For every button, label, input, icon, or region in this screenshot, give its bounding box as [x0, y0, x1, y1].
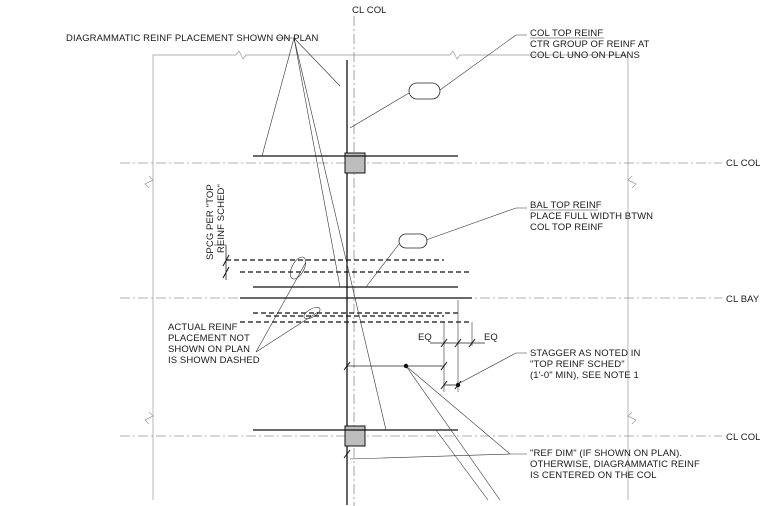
eq-right-label: EQ	[484, 332, 498, 343]
col-top-reinf-line1: CTR GROUP OF REINF AT	[530, 39, 650, 50]
cl-col-right-label-1: CL COL	[726, 158, 760, 169]
stagger-point	[455, 382, 461, 388]
ref-dim-line3: IS CENTERED ON THE COL	[530, 470, 657, 481]
cl-col-right-label-2: CL COL	[726, 432, 760, 443]
actual-reinf-line1: ACTUAL REINF	[168, 322, 238, 333]
stagger-line2: "TOP REINF SCHED"	[530, 359, 625, 370]
actual-reinf-line2: PLACEMENT NOT	[168, 333, 250, 344]
eq-dimension	[430, 300, 485, 392]
ref-dim-line1: "REF DIM" (IF SHOWN ON PLAN).	[530, 448, 682, 459]
cl-bay-label: CL BAY	[726, 294, 760, 305]
slab-edges	[144, 50, 637, 500]
spacing-note-line2: REINF SCHED"	[216, 184, 227, 253]
col-top-reinf-title: COL TOP REINF	[530, 28, 603, 39]
column-bottom	[344, 425, 366, 447]
diagrammatic-note: DIAGRAMMATIC REINF PLACEMENT SHOWN ON PL…	[66, 33, 318, 44]
leader-lines	[255, 34, 527, 501]
bal-top-reinf-title: BAL TOP REINF	[530, 200, 602, 211]
stagger-line1: STAGGER AS NOTED IN	[530, 348, 641, 359]
callout-tag-bal-top	[398, 233, 428, 249]
bal-top-reinf-line2: COL TOP REINF	[530, 222, 603, 233]
bal-top-reinf-line1: PLACE FULL WIDTH BTWN	[530, 211, 653, 222]
ref-dimension	[343, 361, 448, 459]
ref-point	[403, 363, 409, 369]
callout-tag-col-top	[408, 82, 441, 100]
eq-left-label: EQ	[418, 332, 432, 343]
cl-col-top-label: CL COL	[352, 5, 387, 16]
column-top	[344, 152, 366, 174]
col-top-reinf-line2: COL CL UNO ON PLANS	[530, 50, 640, 61]
spacing-note-line1: SPCG PER "TOP	[205, 184, 216, 260]
actual-reinf-line4: IS SHOWN DASHED	[168, 355, 260, 366]
actual-reinf-line3: SHOWN ON PLAN	[168, 344, 250, 355]
ref-dim-line2: OTHERWISE, DIAGRAMMATIC REINF	[530, 459, 700, 470]
spacing-note: SPCG PER "TOP REINF SCHED"	[205, 184, 227, 260]
spacing-dimension	[214, 244, 227, 280]
stagger-line3: (1'-0" MIN), SEE NOTE 1	[530, 370, 639, 381]
